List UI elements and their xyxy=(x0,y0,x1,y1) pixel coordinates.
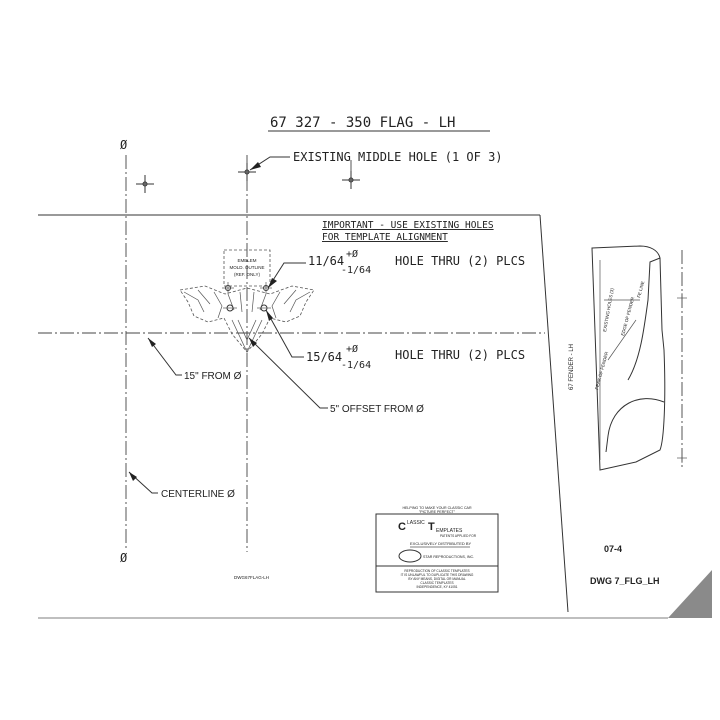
emblem-hole-small-left xyxy=(222,282,234,294)
important-note-line1: IMPORTANT - USE EXISTING HOLES xyxy=(322,220,494,231)
emblem-label-1: EMBLEM xyxy=(237,258,256,263)
hole2-size: 15/64 xyxy=(306,350,342,364)
emblem-hole-large-right xyxy=(257,304,271,312)
from-15-label: 15" FROM Ø xyxy=(184,371,242,382)
title-block: HELPING TO MAKE YOUR CLASSIC CAR "PICTUR… xyxy=(375,506,499,593)
template-right-edge xyxy=(539,214,569,613)
fender-hole-lower-icon xyxy=(677,453,687,463)
sheet-number: 07-4 xyxy=(604,544,622,554)
tb-brand-word2: EMPLATES xyxy=(436,528,463,534)
fender-hole-icon xyxy=(677,293,687,303)
hole2-tol-plus: +Ø xyxy=(346,343,358,355)
existing-hole-arrow xyxy=(250,162,261,170)
existing-hole-middle xyxy=(238,163,256,181)
hole2-leader xyxy=(265,309,304,358)
existing-hole-left xyxy=(136,175,154,193)
fe-line-label: FE LINE xyxy=(636,281,645,299)
offset-5-arrow xyxy=(249,338,257,347)
emblem-label-2: MOLD. OUTLINE xyxy=(229,265,264,270)
tb-note-line5: INDEPENDENCE, KY 41051 xyxy=(416,585,457,589)
emblem-hole-large-left xyxy=(223,304,237,312)
hole1-size: 11/64 xyxy=(308,254,344,268)
hole1-tol-plus: +Ø xyxy=(346,248,358,260)
centerline-arrow xyxy=(129,472,137,481)
emblem-outline-box xyxy=(223,249,271,287)
offset-5-label: 5" OFFSET FROM Ø xyxy=(330,404,424,415)
centerline-symbol-bottom: Ø xyxy=(120,551,128,565)
fender-side-view: 67 FENDER - LH EXISTING HOLES (3) EDGE O… xyxy=(569,245,687,471)
emblem-label-3: (REF. ONLY) xyxy=(234,272,260,277)
company-logo-icon xyxy=(398,549,422,563)
hole1-desc: HOLE THRU (2) PLCS xyxy=(395,254,525,268)
drawing-title: 67 327 - 350 FLAG - LH xyxy=(270,115,455,131)
edge-of-fender-label: EDGE OF FENDER xyxy=(620,296,635,337)
existing-middle-hole-label: EXISTING MIDDLE HOLE (1 OF 3) xyxy=(293,150,503,164)
existing-hole-right xyxy=(342,171,360,189)
tb-brand-word1: LASSIC xyxy=(407,520,425,526)
from-15-arrow xyxy=(148,338,156,347)
tb-distributed: EXCLUSIVELY DISTRIBUTED BY xyxy=(410,541,472,546)
tb-note-line3: BY ANY MEANS, DIGITAL OR MANUAL xyxy=(408,577,465,581)
tb-note-line1: REPRODUCTION OF CLASSIC TEMPLATES xyxy=(404,569,469,573)
from-15-leader xyxy=(147,337,182,376)
tb-company: STAR REPRODUCTIONS, INC. xyxy=(423,555,474,559)
hole1-tol-minus: -1/64 xyxy=(341,265,371,276)
existing-holes-label: EXISTING HOLES (3) xyxy=(602,287,615,332)
offset-5-leader xyxy=(248,337,328,409)
fender-label: 67 FENDER - LH xyxy=(569,344,575,390)
centerline-leader xyxy=(128,471,158,494)
tb-top-line2: "PICTURE PERFECT" xyxy=(419,510,456,514)
page-corner-fold xyxy=(668,570,712,618)
tb-note-line2: IT IS UNLAWFUL TO DUPLICATE THIS DRAWING xyxy=(401,573,474,577)
small-reference-text: DWG67FLAG-LH xyxy=(234,575,269,580)
drawing-id: DWG 7_FLG_LH xyxy=(590,576,660,586)
flag-emblem-outline xyxy=(179,285,315,353)
tb-brand-initial2: T xyxy=(428,521,435,533)
important-note-line2: FOR TEMPLATE ALIGNMENT xyxy=(322,232,448,243)
tb-note-line4: CLASSIC TEMPLATES xyxy=(420,581,453,585)
hole1-arrow xyxy=(268,278,277,288)
hole2-tol-minus: -1/64 xyxy=(341,360,371,371)
tb-brand-initial1: C xyxy=(398,521,406,533)
centerline-symbol-top: Ø xyxy=(120,138,128,152)
hole1-leader xyxy=(267,262,306,289)
tb-top-line1: HELPING TO MAKE YOUR CLASSIC CAR xyxy=(402,506,472,510)
centerline-label: CENTERLINE Ø xyxy=(161,489,235,500)
tb-brand-sub: PATENTS APPLIED FOR xyxy=(440,534,477,538)
hole2-arrow xyxy=(266,310,273,321)
hole2-desc: HOLE THRU (2) PLCS xyxy=(395,348,525,362)
